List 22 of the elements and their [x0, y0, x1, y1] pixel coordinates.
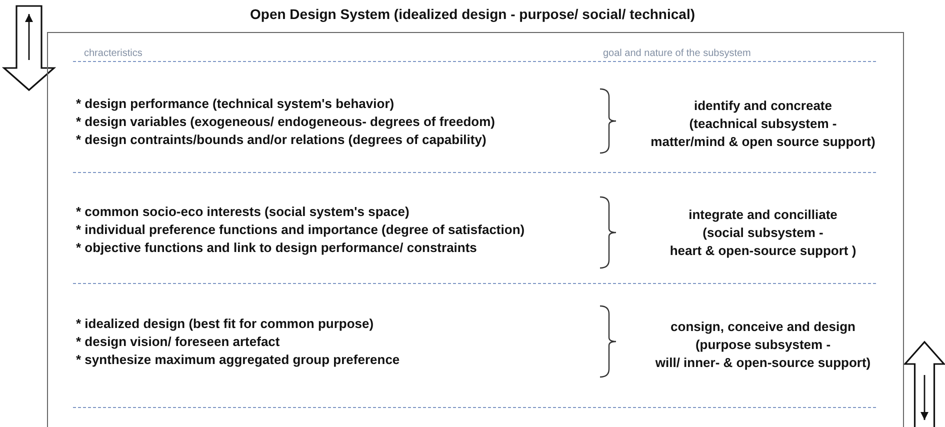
subsystem-goal-text: matter/mind & open source support) [650, 134, 876, 150]
subsystem-goal-text: identify and concreate [694, 98, 832, 114]
bullet-item: * design performance (technical system's behavior) [76, 96, 394, 112]
bullet-item: * design variables (exogeneous/ endogeneous- degrees of freedom) [76, 114, 495, 130]
column-header: goal and nature of the subsystem [603, 47, 751, 61]
subsystem-goal-text: integrate and concilliate [688, 207, 838, 223]
column-header: chracteristics [84, 47, 142, 61]
bullet-item: * individual preference functions and importance (degree of satisfaction) [76, 222, 525, 238]
subsystem-goal-text: (purpose subsystem - [695, 337, 831, 353]
bullet-item: * objective functions and link to design performance/ constraints [76, 240, 477, 256]
bullet-item: * design contraints/bounds and/or relations (degrees of capability) [76, 132, 486, 148]
subsystem-goal-text: (teachnical subsystem - [689, 116, 837, 132]
bullet-item: * design vision/ foreseen artefact [76, 334, 280, 350]
diagram-title: Open Design System (idealized design - purpose/ social/ technical) [250, 6, 695, 22]
subsystem-goal-text: (social subsystem - [702, 225, 824, 241]
bullet-item: * common socio-eco interests (social system's space) [76, 204, 410, 220]
subsystem-goal-text: consign, conceive and design [670, 319, 856, 335]
bullet-item: * synthesize maximum aggregated group preference [76, 352, 400, 368]
frame-box [47, 32, 904, 427]
subsystem-goal-text: heart & open-source support ) [670, 243, 856, 259]
subsystem-goal-text: will/ inner- & open-source support) [655, 355, 871, 371]
bullet-item: * idealized design (best fit for common purpose) [76, 316, 374, 332]
